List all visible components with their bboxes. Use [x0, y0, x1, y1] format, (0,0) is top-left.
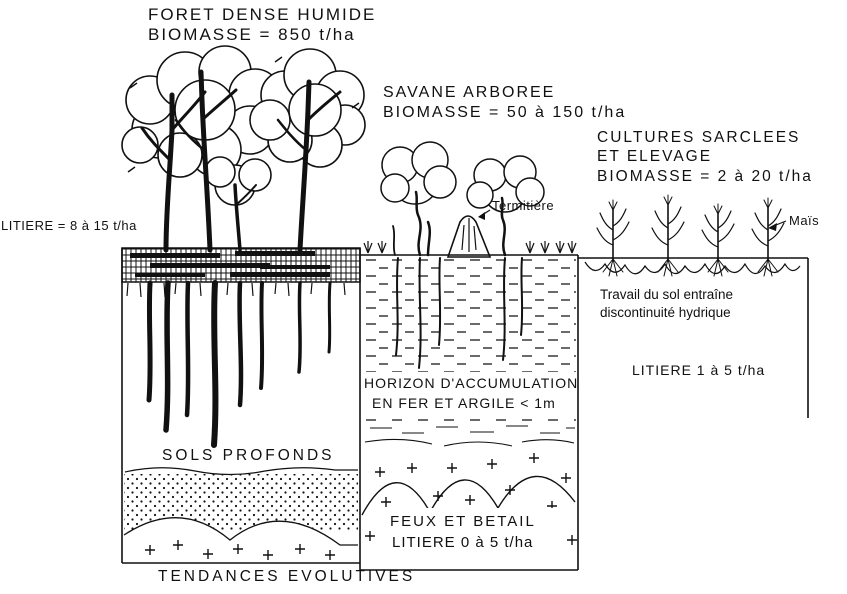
tillage-note-line2: discontinuité hydrique [600, 305, 731, 320]
accumulation-horizon-lines [362, 372, 578, 447]
forest-title-line2: BIOMASSE = 850 t/ha [148, 25, 356, 44]
forest-title-line1: FORET DENSE HUMIDE [148, 5, 377, 24]
litter-band [121, 247, 361, 283]
canopy-flecks [127, 56, 360, 173]
forest-canopy [121, 45, 366, 206]
plus-marks-middle [365, 453, 577, 545]
forest-root-hairs [126, 282, 346, 298]
forest-roots [146, 280, 332, 448]
panel-borders [121, 248, 809, 571]
saprolite-plus-marks-left [145, 540, 335, 560]
footer-caption: TENDANCES EVOLUTIVES [158, 568, 416, 585]
savanna-title-line1: SAVANE ARBOREE [383, 84, 556, 101]
crops-litter-label: LITIERE 1 à 5 t/ha [632, 362, 766, 378]
crops-title-line1: CULTURES SARCLEES [597, 129, 801, 146]
grass-tufts [363, 241, 577, 254]
fire-label-line1: FEUX ET BETAIL [390, 513, 536, 530]
savanna-title-line2: BIOMASSE = 50 à 150 t/ha [383, 104, 627, 121]
horizon-label-line2: EN FER ET ARGILE < 1m [372, 395, 556, 411]
forest-soil-label: SOLS PROFONDS [162, 447, 335, 464]
termite-mound-label: Termitière [492, 198, 555, 213]
fire-label-line2: LITIERE 0 à 5 t/ha [392, 534, 534, 551]
maize-plants [596, 194, 785, 277]
forest-trunks [140, 69, 342, 253]
termite-mound-icon [446, 209, 492, 258]
crops-title-line2: ET ELEVAGE [597, 148, 713, 165]
plow-layer-scallops [584, 261, 801, 275]
maize-label-arrow [768, 220, 787, 231]
savanna-canopy [380, 141, 545, 213]
maize-label: Maïs [789, 213, 820, 228]
crops-title-line3: BIOMASSE = 2 à 20 t/ha [597, 168, 813, 185]
savanna-trunks [392, 190, 507, 257]
savanna-roots [395, 257, 524, 369]
forest-litter-label: LITIERE = 8 à 15 t/ha [1, 218, 137, 233]
tillage-note-line1: Travail du sol entraîne [600, 287, 734, 302]
fire-label-backdrop [375, 508, 567, 554]
horizon-label-line1: HORIZON D'ACCUMULATION [364, 375, 579, 391]
boulders-middle [361, 475, 576, 516]
